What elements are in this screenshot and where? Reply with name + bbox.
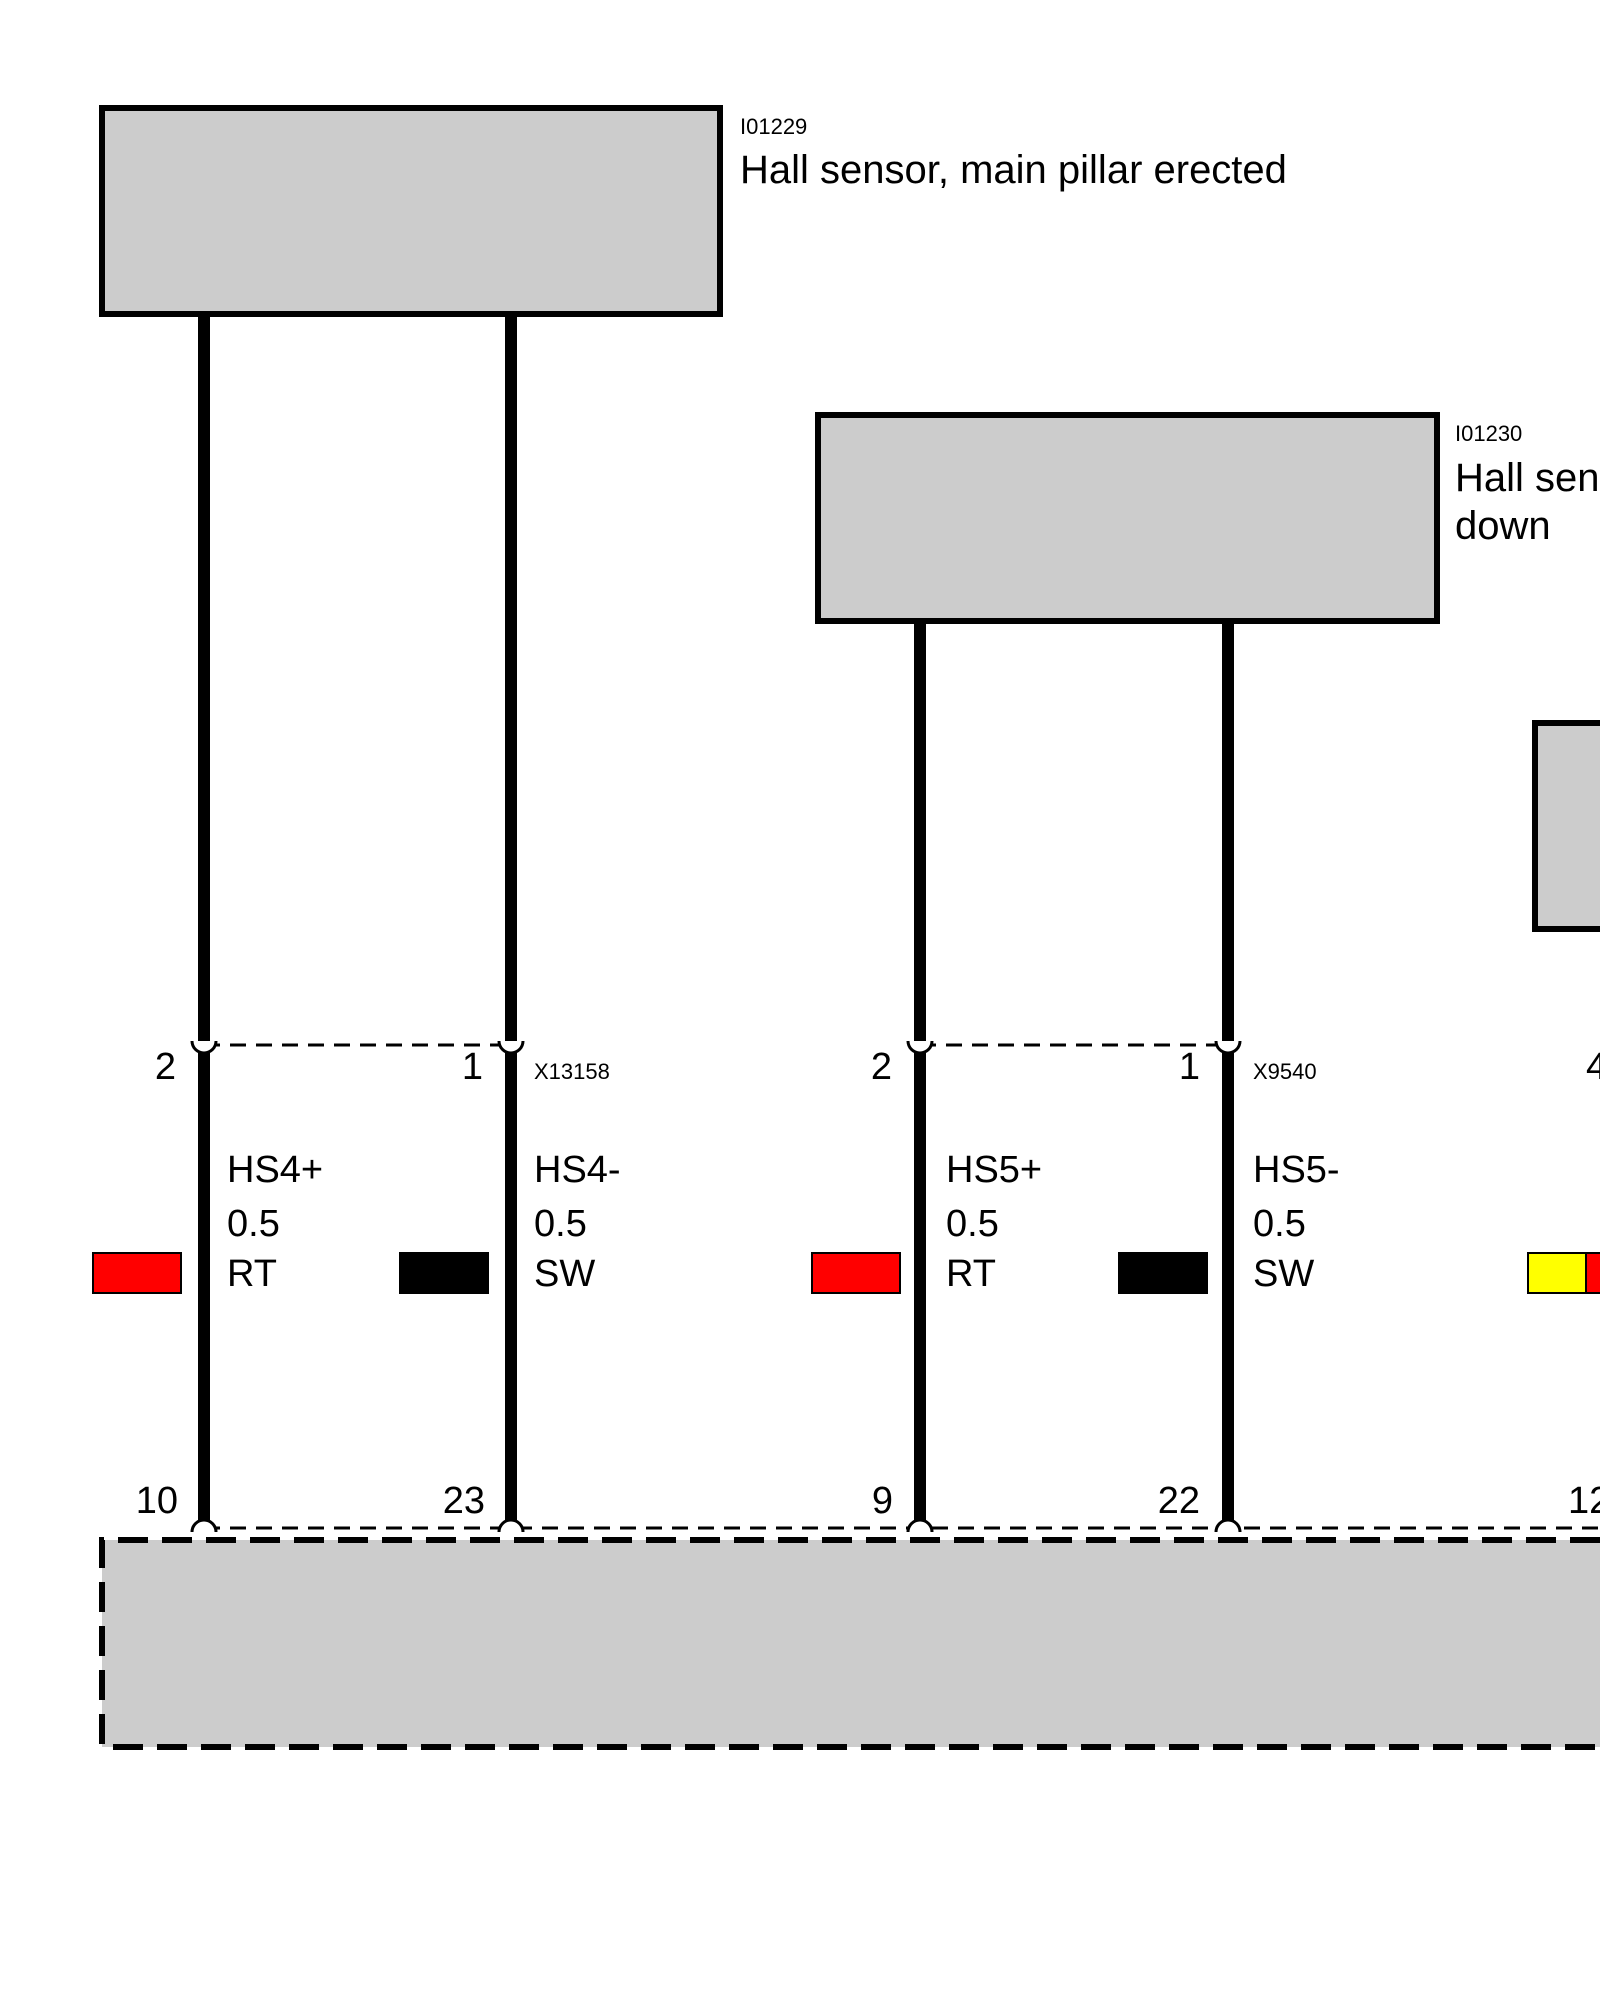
pin-marker — [497, 1040, 525, 1055]
wire-color-swatch-black — [399, 1252, 489, 1294]
pin-marker — [906, 1518, 934, 1533]
pin-marker — [1214, 1040, 1242, 1055]
connector-pin-number: 2 — [871, 1046, 892, 1088]
connector-x9540-id: X9540 — [1253, 1059, 1317, 1084]
wire-signal-label: HS5- — [1253, 1149, 1340, 1191]
wire-color-label: SW — [534, 1253, 595, 1295]
pin-marker — [906, 1040, 934, 1055]
connector-pin-number: 1 — [1179, 1046, 1200, 1088]
module-pin-number: 23 — [443, 1480, 485, 1522]
wire-size-label: 0.5 — [1253, 1203, 1306, 1245]
component-i01230-name-line1: Hall sens — [1455, 456, 1600, 500]
wire-color-swatch-red — [811, 1252, 901, 1294]
wire-color-swatch-black — [1118, 1252, 1208, 1294]
module-pin-number-partial: 12 — [1568, 1480, 1600, 1522]
connector-x13158-id: X13158 — [534, 1059, 610, 1084]
wire-color-swatch-red-partial — [1585, 1252, 1600, 1294]
wire-color-label: RT — [946, 1253, 996, 1295]
component-i01230-box — [815, 412, 1440, 624]
connector-pin-number: 2 — [155, 1046, 176, 1088]
pin-marker — [190, 1518, 218, 1533]
component-i01229-id: I01229 — [740, 114, 807, 139]
connector-pin-number: 1 — [462, 1046, 483, 1088]
wire-size-label: 0.5 — [946, 1203, 999, 1245]
module-pin-number: 10 — [136, 1480, 178, 1522]
wire-signal-label: HS4+ — [227, 1149, 323, 1191]
pin-marker — [1214, 1518, 1242, 1533]
wire-color-swatch-red — [92, 1252, 182, 1294]
wire-size-label: 0.5 — [534, 1203, 587, 1245]
component-i01230-id: I01230 — [1455, 421, 1522, 446]
wire-size-label: 0.5 — [227, 1203, 280, 1245]
wire-signal-label: HS4- — [534, 1149, 621, 1191]
component-i01230-name-line2: down — [1455, 504, 1551, 548]
wire-color-label: RT — [227, 1253, 277, 1295]
wire-signal-label: HS5+ — [946, 1149, 1042, 1191]
component-i01229-name: Hall sensor, main pillar erected — [740, 148, 1287, 192]
component-partial-box — [1532, 720, 1600, 932]
wire-color-label: SW — [1253, 1253, 1314, 1295]
control-module-box — [99, 1537, 1600, 1750]
connector-pin-number-partial: 4 — [1586, 1046, 1600, 1088]
pin-marker — [497, 1518, 525, 1533]
module-pin-number: 22 — [1158, 1480, 1200, 1522]
pin-marker — [190, 1040, 218, 1055]
component-i01229-box — [99, 105, 723, 317]
module-pin-number: 9 — [872, 1480, 893, 1522]
wire-color-swatch-yellow — [1527, 1252, 1587, 1294]
